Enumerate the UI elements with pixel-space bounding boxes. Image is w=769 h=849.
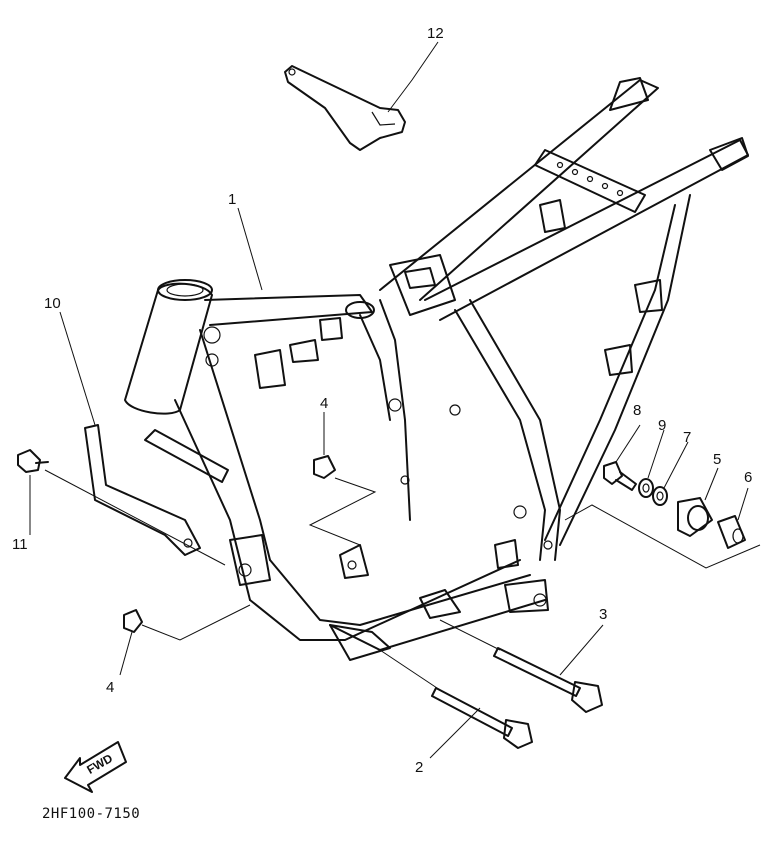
part-8-bolt	[603, 461, 637, 491]
part-2-bolt	[431, 687, 533, 749]
callout-6: 6	[744, 469, 753, 486]
part-3-bolt	[493, 647, 603, 713]
part-6-collar	[717, 515, 746, 549]
leader-lines	[29, 41, 761, 759]
part-12-bracket	[284, 65, 406, 151]
part-11-bolt	[17, 449, 49, 473]
callout-4-upper: 4	[320, 395, 329, 412]
part-7-washer	[652, 486, 668, 506]
part-1-frame	[124, 77, 749, 661]
part-4-nut-upper	[313, 455, 336, 479]
pivot-shaft	[144, 429, 229, 483]
callout-9: 9	[658, 417, 667, 434]
callout-11: 11	[12, 536, 28, 553]
callout-3: 3	[599, 606, 608, 623]
part-code: 2HF100-7150	[42, 806, 141, 822]
callout-4-lower: 4	[106, 679, 115, 696]
part-4-nut-lower	[123, 609, 143, 633]
callout-10: 10	[44, 295, 61, 312]
callout-5: 5	[713, 451, 722, 468]
callout-8: 8	[633, 402, 642, 419]
part-9-washer	[638, 478, 654, 498]
part-5-damper	[677, 497, 713, 537]
callout-12: 12	[427, 25, 444, 42]
callout-7: 7	[683, 429, 692, 446]
callout-1: 1	[228, 191, 237, 208]
fwd-arrow-icon	[64, 741, 127, 793]
callout-2: 2	[415, 759, 424, 776]
